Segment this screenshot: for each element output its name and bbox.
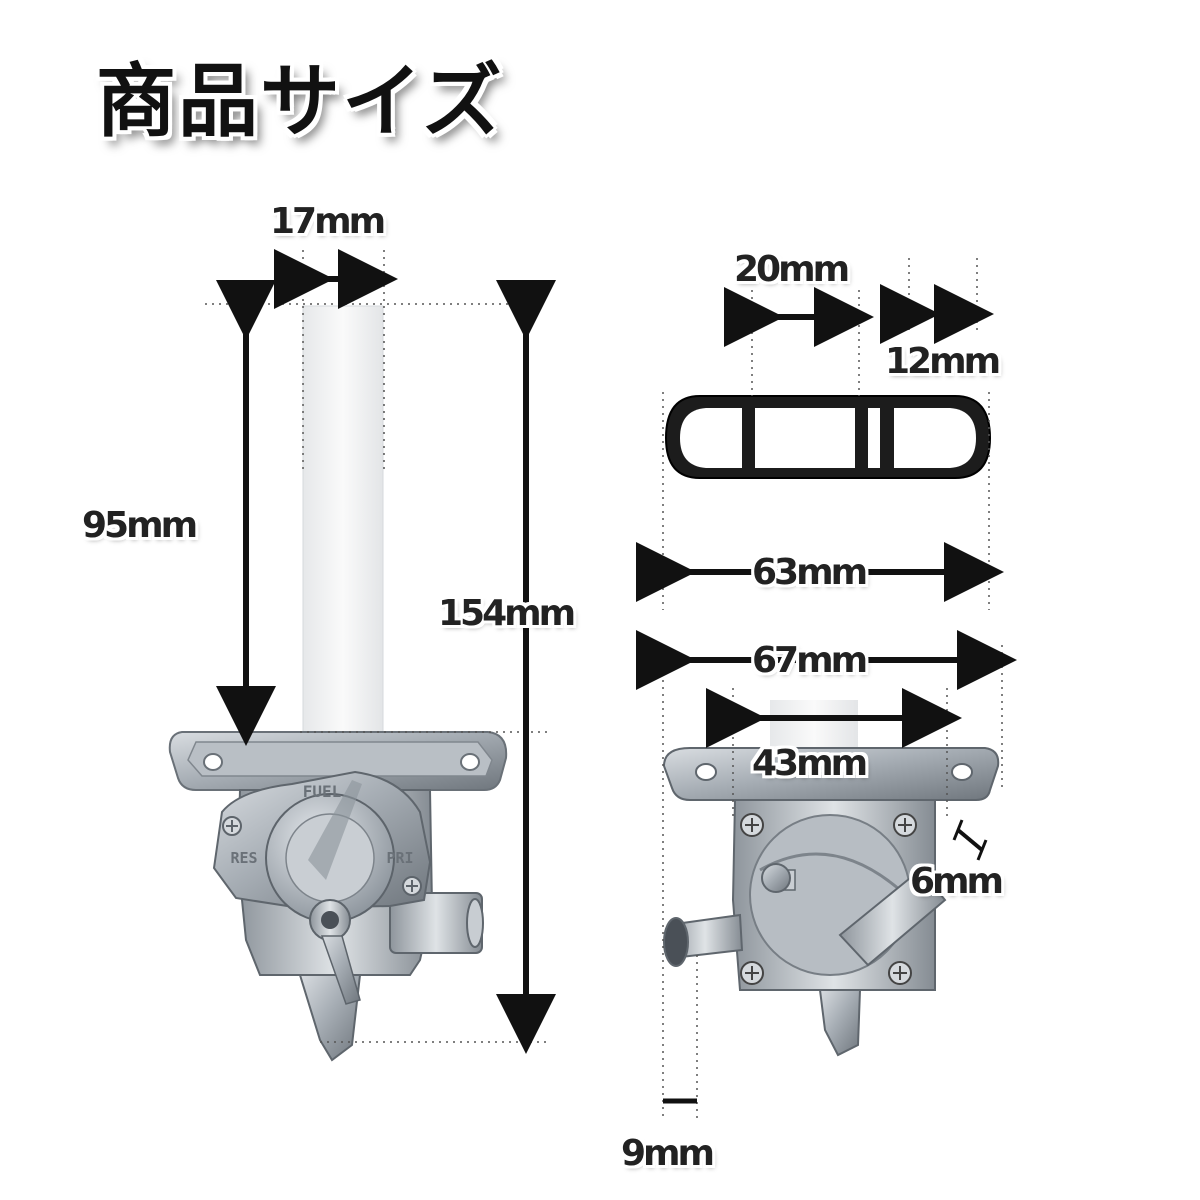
angled-outlet [838,868,947,967]
gasket-hole-large [755,408,855,468]
fuel-valve-front-view: FUEL RES PRI [168,305,508,1062]
fuel-pickup-tube [302,305,384,739]
knob-label-res: RES [230,849,257,867]
page-title: 商品サイズ [96,55,504,148]
label-9mm: 9mm [621,1133,715,1174]
flange-hole-left [203,753,223,771]
rubber-gasket [664,395,992,479]
dimension-arrows-gasket [636,284,1004,602]
dimension-arrows-right [636,630,1017,1104]
label-43mm: 43mm [752,743,868,784]
label-6mm: 6mm [910,861,1004,902]
label-12mm: 12mm [885,341,1001,382]
flange-hole-right [460,753,480,771]
dimension-arrows-left [216,249,556,1054]
label-17mm: 17mm [270,201,386,242]
knob-label-fuel: FUEL [303,782,342,801]
knob-label-pri: PRI [386,849,413,867]
label-20mm: 20mm [734,249,850,290]
label-154mm: 154mm [438,593,576,634]
label-63mm: 63mm [752,552,868,593]
tick-6mm [956,828,984,852]
rear-flange [662,747,1000,801]
label-95mm: 95mm [82,505,198,546]
label-67mm: 67mm [752,640,868,681]
tube-stub [770,700,858,748]
